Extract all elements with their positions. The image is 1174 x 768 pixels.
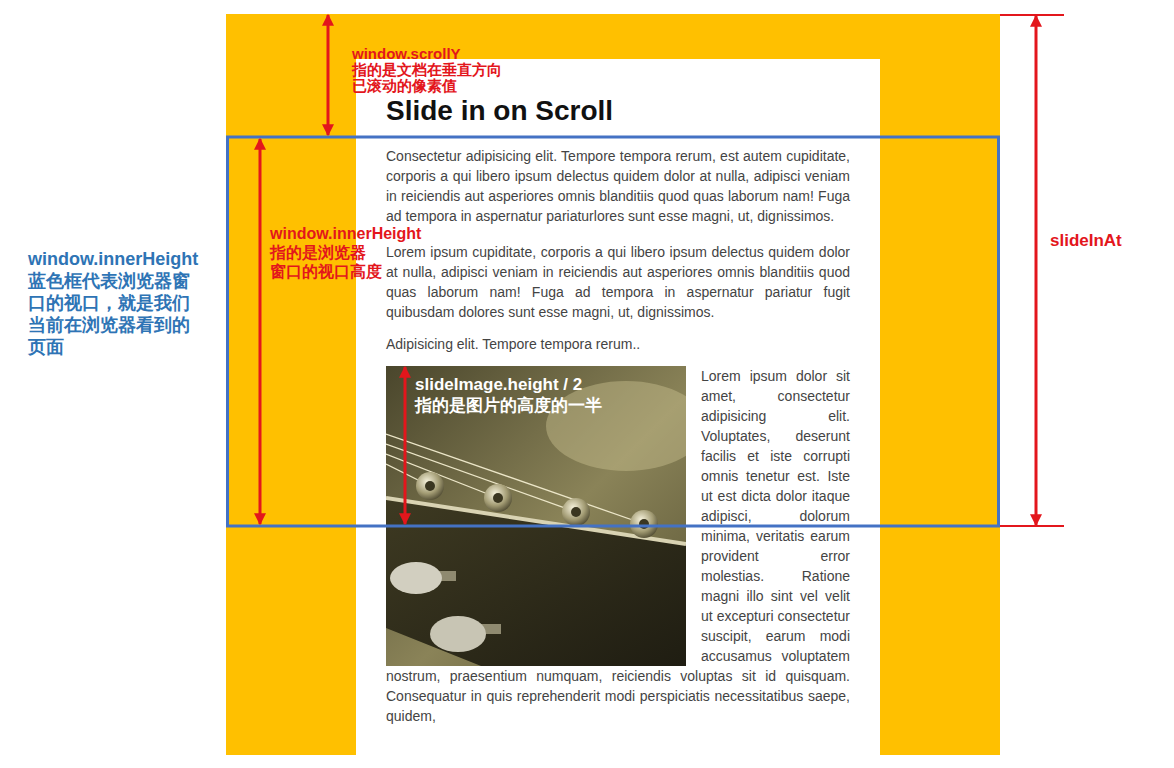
scroll-label: window.scrollY 指的是文档在垂直方向 已滚动的像素值 — [352, 46, 452, 94]
scroll-arrow — [327, 15, 330, 135]
tuning-keys — [390, 562, 501, 652]
image-annotation: slideImage.height / 2 指的是图片的高度的一半 — [415, 366, 615, 416]
paragraph: Lorem ipsum dolor sit amet, consectetur … — [386, 366, 850, 726]
viewport-height-arrow — [259, 139, 262, 524]
headstock — [386, 498, 686, 666]
page-title: Slide in on Scroll — [386, 94, 850, 128]
viewport-label: window.innerHeight 蓝色框代表浏览器窗口的视口，就是我们当前在… — [28, 248, 206, 358]
photo-highlight — [546, 381, 686, 471]
viewport-frame — [228, 137, 999, 526]
paragraph: Consectetur adipisicing elit. Tempore te… — [386, 146, 850, 226]
guitar-strings — [386, 434, 644, 524]
paragraph: Lorem ipsum cupiditate, corporis a qui l… — [386, 242, 850, 322]
document-ground — [226, 14, 1000, 755]
page-panel: Slide in on ScrollConsectetur adipisicin… — [356, 59, 880, 768]
slide-in-label: slideInAt — [1050, 230, 1160, 251]
dimension-tick — [1000, 14, 1064, 16]
dimension-tick — [1000, 525, 1064, 527]
tuning-posts — [416, 472, 658, 538]
slide-image: slideImage.height / 2 指的是图片的高度的一半 — [386, 366, 686, 666]
half-image-arrow — [404, 367, 407, 524]
slide-in-arrow — [1035, 16, 1038, 525]
headstock-edge — [386, 498, 686, 544]
inner-height-label: window.innerHeight 指的是浏览器 窗口的视口高度 — [270, 224, 370, 281]
paragraph: Adipisicing elit. Tempore tempora rerum.… — [386, 334, 850, 354]
